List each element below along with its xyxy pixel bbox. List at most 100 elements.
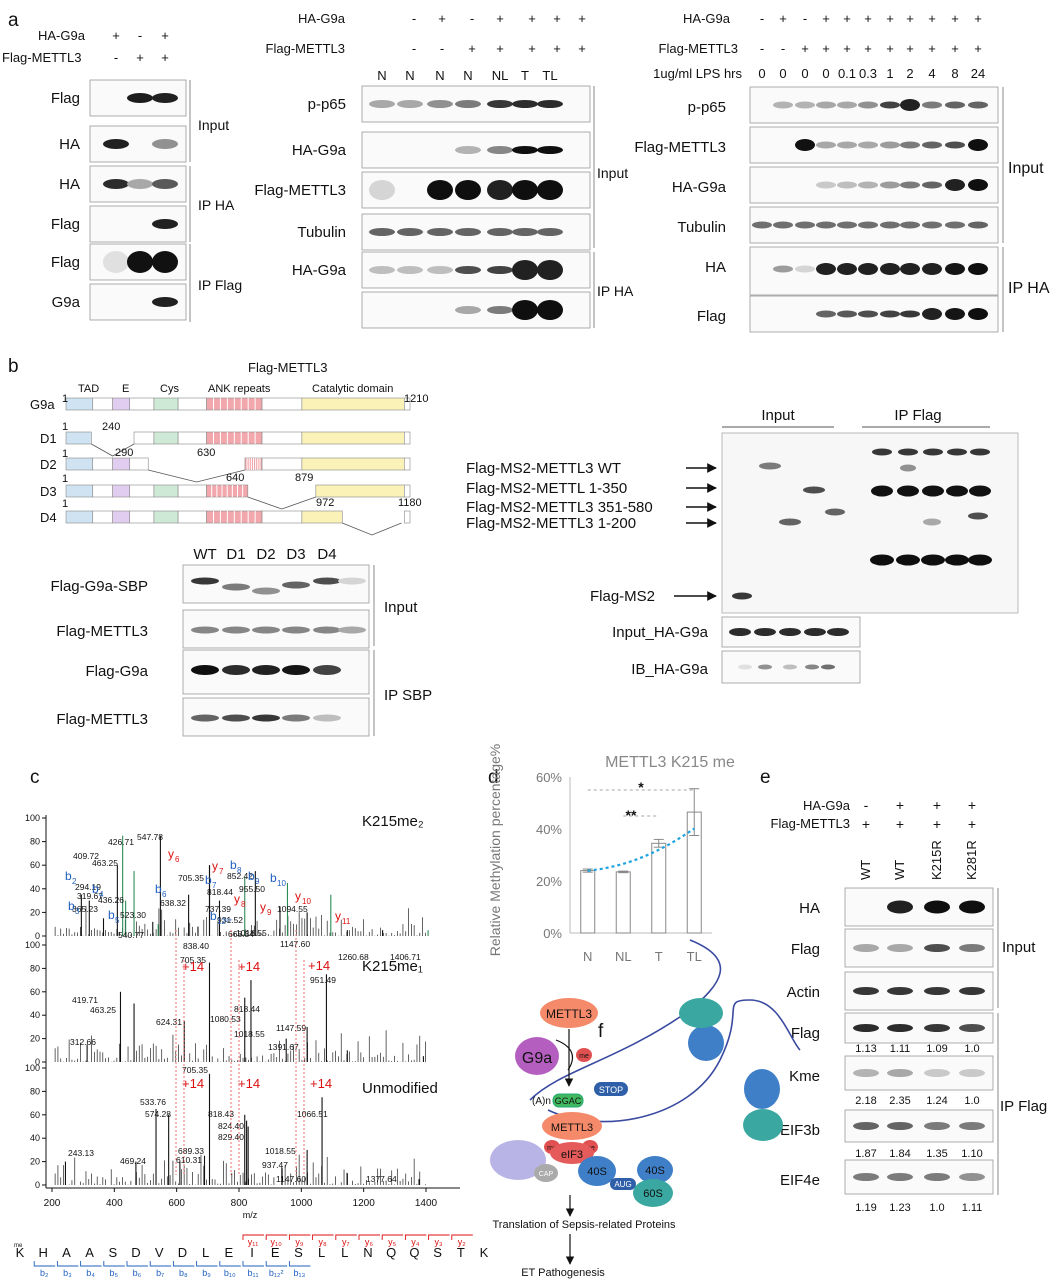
condition-sign: -	[440, 41, 444, 56]
blot-band	[945, 221, 965, 229]
condition-sign: +	[496, 41, 504, 56]
blot-label: HA	[59, 136, 80, 153]
lps-time-label: 1	[886, 66, 893, 81]
blot-band	[858, 263, 878, 275]
blot-band	[968, 512, 988, 520]
condition-sign: +	[968, 797, 976, 813]
sequence-residue: S	[294, 1245, 303, 1260]
lane-label: K281R	[964, 840, 979, 880]
y-tick-label: 0	[35, 1180, 40, 1190]
arrow-label: Flag-MS2-METTL3 351-580	[466, 499, 653, 516]
ribosome-40s-node	[637, 1156, 673, 1184]
fragment-ion-index: 10	[277, 879, 286, 888]
y-tick-label: 20%	[536, 874, 562, 889]
blot-label: p-p65	[308, 96, 346, 113]
peak-label: 1094.55	[277, 904, 308, 914]
domain-name: TAD	[78, 383, 99, 395]
quantification-value: 2.35	[889, 1095, 910, 1107]
blot-band	[837, 263, 857, 275]
b-ion-bracket	[80, 1261, 102, 1267]
blot-band	[853, 987, 879, 995]
sequence-residue: L	[341, 1245, 348, 1260]
blot-band	[959, 944, 985, 952]
residue-position: 1	[62, 393, 68, 405]
condition-label: HA-G9a	[803, 798, 851, 813]
sequence-residue: V	[155, 1245, 164, 1260]
peak-label: 1377.64	[366, 1174, 397, 1184]
quantification-value: 1.84	[889, 1148, 910, 1160]
blot-band	[512, 228, 538, 236]
blot-band	[338, 577, 366, 585]
condition-label: Flag-METTL3	[659, 41, 738, 56]
lane-label: D4	[317, 546, 336, 563]
panel-letter: d	[488, 767, 499, 788]
blot-band	[858, 221, 878, 229]
arrow-label: Flag-MS2-METTL3 WT	[466, 460, 621, 477]
blot-band	[805, 664, 819, 670]
blot-band	[968, 308, 988, 320]
domain-segment	[112, 397, 131, 411]
blot-band	[455, 266, 481, 274]
blot-band	[191, 626, 219, 634]
peak-label: 574.28	[145, 1109, 171, 1119]
residue-position: 640	[226, 472, 244, 484]
domain-name: ANK repeats	[208, 383, 271, 395]
blot-band	[900, 141, 920, 149]
residue-position: 630	[197, 447, 215, 459]
b-ion-label: b₆	[133, 1268, 142, 1278]
sequence-residue: H	[39, 1245, 48, 1260]
blot-label: Flag	[697, 308, 726, 325]
blot-band	[968, 179, 988, 191]
mass-shift-label: +14	[182, 1076, 204, 1091]
mass-shift-label: +14	[238, 959, 260, 974]
y-ion-bracket	[288, 1234, 311, 1240]
blot-label: Flag	[51, 254, 80, 271]
condition-sign: +	[862, 816, 870, 832]
x-tick-label: 1000	[290, 1198, 313, 1209]
peak-label: 540.77	[118, 930, 144, 940]
sequence-residue: A	[62, 1245, 71, 1260]
condition-sign: -	[803, 11, 807, 26]
blot-band	[921, 554, 945, 566]
blot-band	[152, 251, 178, 273]
blot-band	[427, 180, 453, 200]
fragment-ion-index: 12²⁺	[217, 917, 233, 926]
residue-position: 290	[115, 447, 133, 459]
blot-band	[222, 714, 250, 722]
quantification-value: 1.0	[964, 1095, 979, 1107]
fragment-ion-index: 7	[219, 867, 224, 876]
fragment-ion-label: b	[205, 873, 212, 887]
blot-band	[537, 100, 563, 108]
b-ion-label: b₈	[179, 1268, 188, 1278]
y-ion-label: y₄	[411, 1237, 420, 1247]
construct-label: D1	[40, 431, 57, 446]
blot-band	[313, 714, 341, 722]
domain-segment	[92, 510, 113, 524]
domain-segment	[177, 484, 207, 498]
blot-band	[282, 665, 310, 675]
y-ion-label: y₁₁	[248, 1237, 259, 1247]
peak-label: 463.25	[92, 858, 118, 868]
blot-label: HA-G9a	[672, 179, 727, 196]
b-ion-label: b₉	[202, 1268, 211, 1278]
blot-label: HA	[59, 176, 80, 193]
condition-label: HA-G9a	[298, 11, 346, 26]
blot-band	[900, 181, 920, 189]
condition-label: HA-G9a	[38, 28, 86, 43]
lane-label: NL	[492, 68, 509, 83]
residue-position: 240	[102, 421, 120, 433]
blot-band	[427, 100, 453, 108]
blot-band	[872, 448, 892, 456]
blot-band	[537, 228, 563, 236]
condition-sign: +	[864, 11, 872, 26]
mass-shift-label: +14	[310, 1076, 332, 1091]
b-ion-bracket	[126, 1261, 148, 1267]
condition-sign: +	[843, 11, 851, 26]
blot-band	[887, 1024, 913, 1032]
domain-row-g9a	[65, 397, 411, 411]
peak-label: 818.44	[207, 887, 233, 897]
blot-band	[369, 228, 395, 236]
x-tick-label: 400	[106, 1198, 123, 1209]
ribosome-40s-label: 40S	[587, 1166, 607, 1178]
